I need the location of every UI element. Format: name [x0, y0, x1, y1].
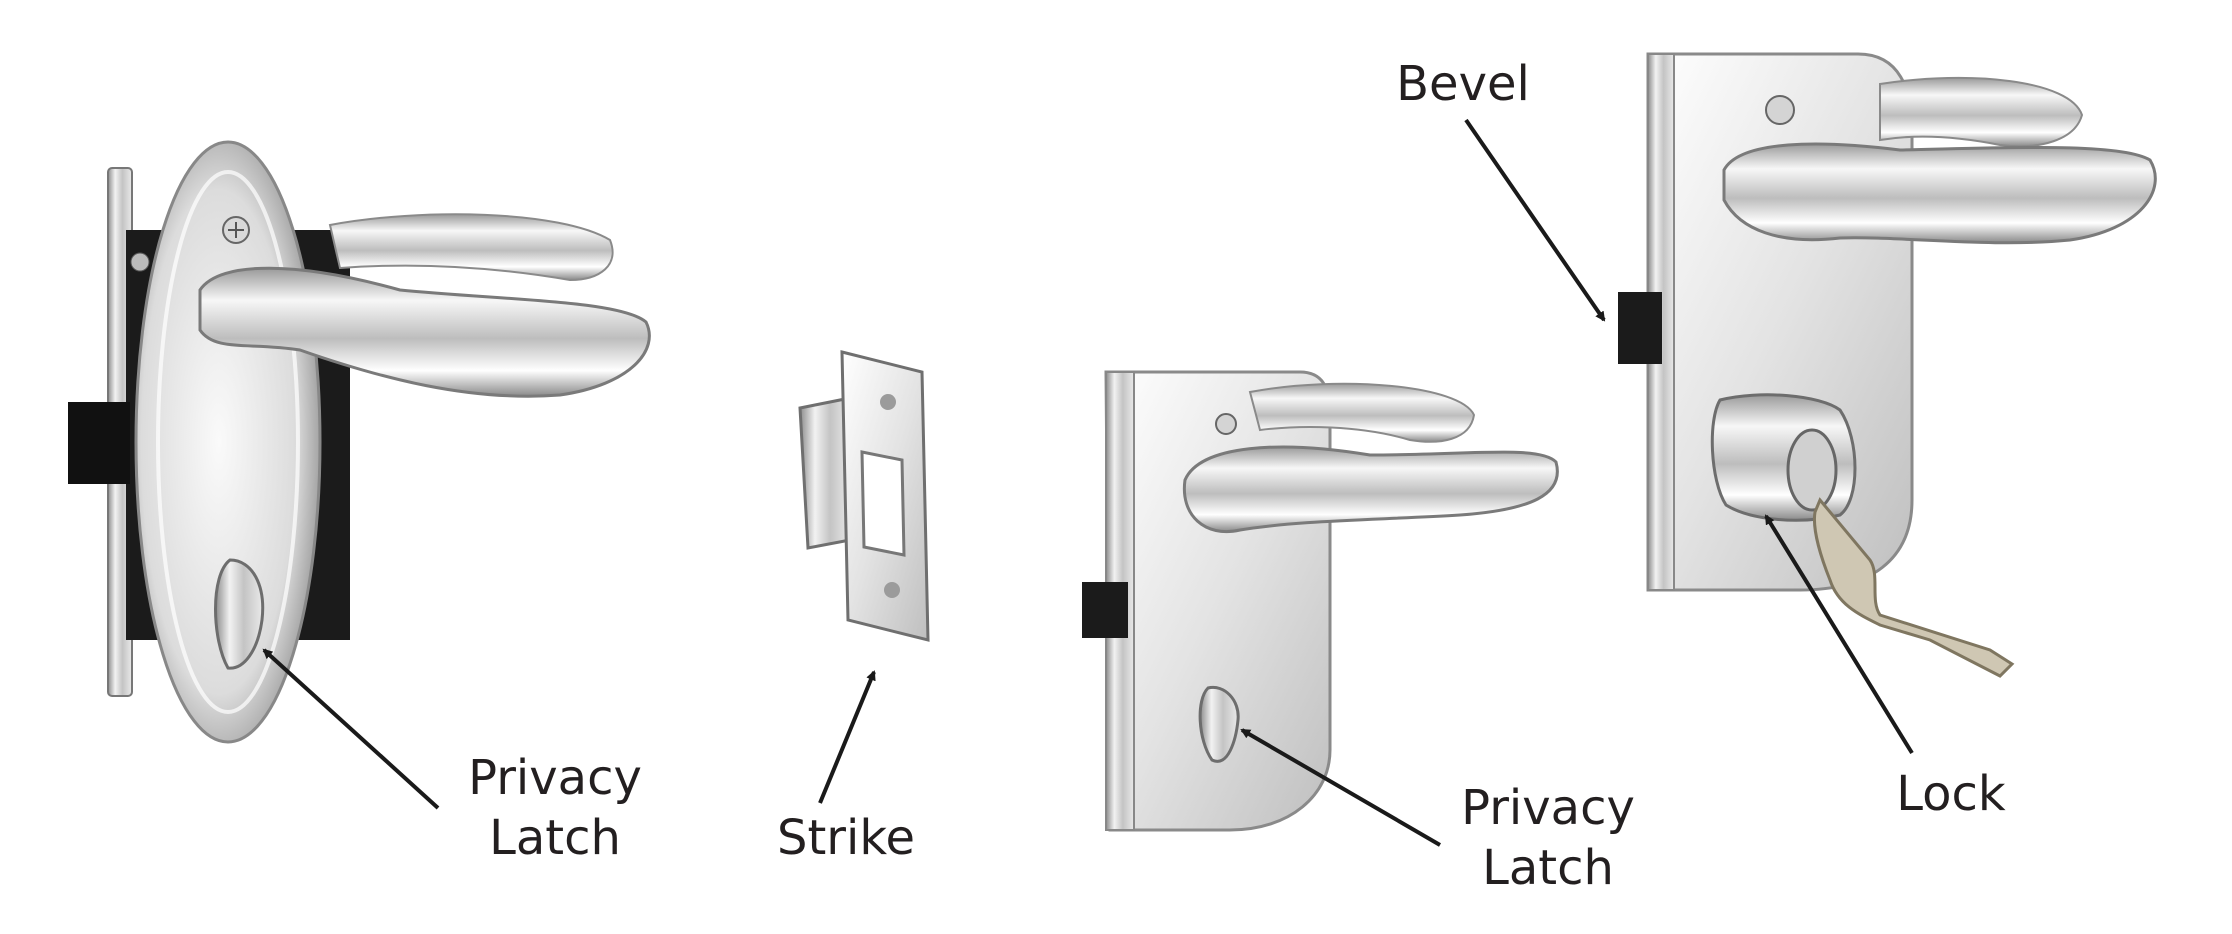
- strike-label-text: Strike: [777, 810, 915, 866]
- lever-handle-back: [328, 213, 614, 282]
- bevel-bolt: [1618, 292, 1662, 364]
- lever-handle: [198, 266, 651, 398]
- strike-plate-product: [798, 350, 930, 642]
- lever-handle-back: [1879, 76, 2084, 148]
- latch-bolt: [1082, 582, 1128, 638]
- lock-label-text: Lock: [1896, 766, 2006, 822]
- bevel-label: Bevel: [1388, 54, 1538, 114]
- lever-handle-back: [1248, 382, 1476, 443]
- lever-handle: [1722, 142, 2157, 245]
- arrow-strike: [818, 670, 876, 804]
- arrow-lock: [1764, 514, 1914, 755]
- key-icon: [1812, 497, 2015, 678]
- arrow-bevel: [1464, 118, 1606, 322]
- arrow-privacy-latch-2: [1240, 728, 1442, 847]
- privacy-latch-label-1-line2: Latch: [489, 810, 621, 866]
- strike-label: Strike: [756, 808, 936, 868]
- privacy-latch-label-2-line2: Latch: [1482, 840, 1614, 896]
- privacy-turn-knob: [214, 558, 265, 670]
- latch-bolt: [68, 402, 130, 484]
- lever-handle: [1182, 445, 1559, 533]
- screw-icon: [1215, 413, 1237, 435]
- keyed-lock-product: [1618, 52, 2157, 678]
- oval-lock-product: [68, 140, 651, 744]
- privacy-latch-label-1: Privacy Latch: [455, 748, 655, 868]
- lock-label: Lock: [1876, 764, 2026, 824]
- bevel-label-text: Bevel: [1396, 56, 1530, 112]
- square-privacy-lock-product: [1082, 370, 1559, 832]
- privacy-turn-knob: [1198, 685, 1240, 763]
- privacy-latch-label-1-line1: Privacy: [468, 750, 642, 806]
- arrow-privacy-latch-1: [262, 648, 440, 810]
- privacy-latch-label-2-line1: Privacy: [1461, 780, 1635, 836]
- privacy-latch-label-2: Privacy Latch: [1448, 778, 1648, 898]
